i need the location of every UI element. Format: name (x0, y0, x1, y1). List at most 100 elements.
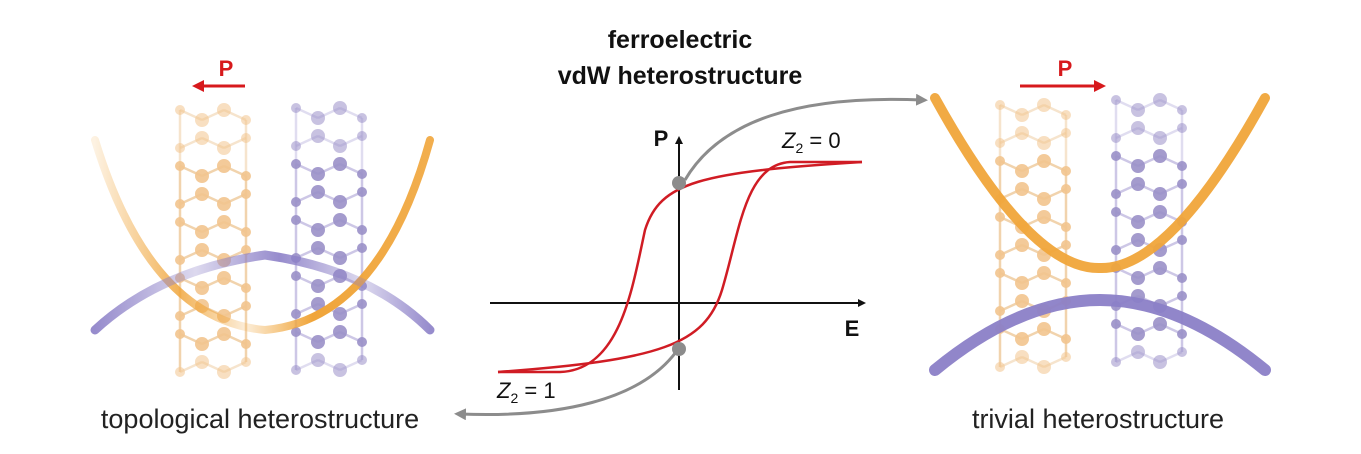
atom (995, 156, 1005, 166)
atom (1061, 334, 1071, 344)
atom (175, 143, 185, 153)
atom (1015, 332, 1029, 346)
atom (1153, 317, 1167, 331)
atom (1153, 355, 1167, 369)
atom (241, 189, 251, 199)
atom (1111, 319, 1121, 329)
valence-band-inverted (90, 250, 435, 335)
atom (195, 225, 209, 239)
atom (1015, 350, 1029, 364)
atom (311, 335, 325, 349)
conduction-band-trivial (930, 93, 1270, 274)
title-line-2: vdW heterostructure (558, 62, 803, 90)
atom (311, 111, 325, 125)
atom (291, 215, 301, 225)
atom (175, 367, 185, 377)
atom (1037, 322, 1051, 336)
polarization-label-left: P (219, 56, 234, 81)
atom (217, 141, 231, 155)
atom (357, 355, 367, 365)
atom (195, 187, 209, 201)
atom (357, 169, 367, 179)
atom (1015, 182, 1029, 196)
atom (175, 329, 185, 339)
atom (1131, 233, 1145, 247)
left-panel: P topological heterostructure (90, 56, 435, 434)
atom (333, 213, 347, 227)
atom (357, 187, 367, 197)
atom (1131, 345, 1145, 359)
conduction-band-inverted (91, 136, 434, 335)
atom (1015, 238, 1029, 252)
atom (311, 279, 325, 293)
connector-arrow-to-trivial (683, 93, 928, 181)
atom (1111, 133, 1121, 143)
atom (217, 327, 231, 341)
connector-arrow-to-topological (454, 351, 678, 421)
atom (1177, 123, 1187, 133)
atom (1061, 352, 1071, 362)
atom (195, 113, 209, 127)
atom (1037, 192, 1051, 206)
atom (291, 309, 301, 319)
atom (333, 307, 347, 321)
atom (1131, 271, 1145, 285)
caption-topological: topological heterostructure (101, 404, 419, 434)
atom (995, 100, 1005, 110)
atom (333, 157, 347, 171)
z2-upper-label: Z2 = 0 (781, 128, 841, 156)
atom (1177, 179, 1187, 189)
atom (995, 250, 1005, 260)
atom (357, 243, 367, 253)
atom (241, 339, 251, 349)
atom (311, 167, 325, 181)
atom (1131, 103, 1145, 117)
atom (175, 105, 185, 115)
atom (291, 197, 301, 207)
atom (311, 241, 325, 255)
orange-atomic-layer (995, 98, 1071, 374)
x-axis-label: E (845, 316, 860, 341)
atom (995, 268, 1005, 278)
atom (241, 283, 251, 293)
valence-band-trivial (929, 293, 1271, 376)
atom (357, 225, 367, 235)
atom (195, 355, 209, 369)
purple-atomic-layer (1111, 93, 1187, 369)
atom (291, 103, 301, 113)
atom (1177, 291, 1187, 301)
atom (291, 327, 301, 337)
atom (1061, 278, 1071, 288)
atom (1061, 184, 1071, 194)
atom (217, 271, 231, 285)
atom (1037, 360, 1051, 374)
atom (1131, 215, 1145, 229)
atom (357, 299, 367, 309)
atom (291, 365, 301, 375)
atom (1037, 210, 1051, 224)
atom (357, 337, 367, 347)
atom (1177, 161, 1187, 171)
atom (175, 217, 185, 227)
atom (241, 171, 251, 181)
atom (241, 301, 251, 311)
atom (1131, 327, 1145, 341)
y-axis-label: P (654, 126, 669, 151)
atom (1177, 347, 1187, 357)
remanent-point-upper (672, 176, 686, 190)
atom (217, 197, 231, 211)
title-line-1: ferroelectric (608, 26, 753, 54)
atom (1111, 151, 1121, 161)
atom (311, 353, 325, 367)
atom (195, 337, 209, 351)
atom (1177, 105, 1187, 115)
atom (1111, 95, 1121, 105)
purple-atomic-layer (291, 101, 367, 377)
atom (1177, 273, 1187, 283)
atom (1153, 187, 1167, 201)
atom (241, 133, 251, 143)
atom (1015, 294, 1029, 308)
atom (1061, 166, 1071, 176)
atom (1153, 93, 1167, 107)
